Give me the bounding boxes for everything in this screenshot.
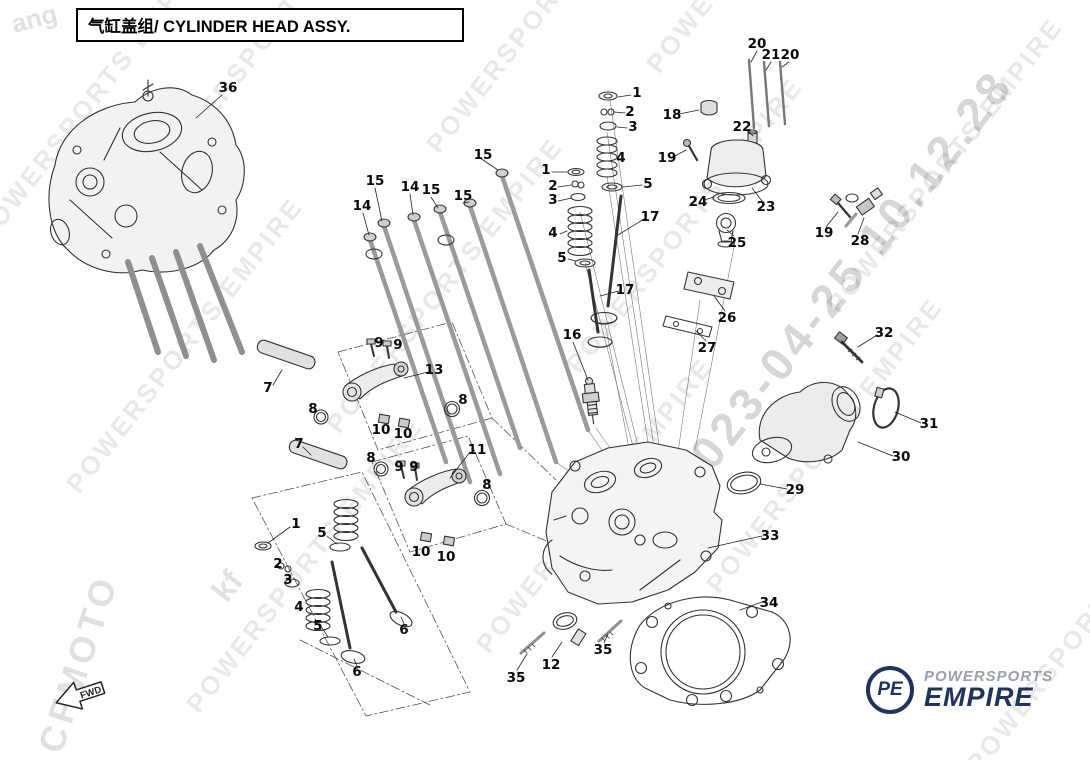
part-34-gasket: [629, 596, 791, 707]
part-valve-stack-left: [254, 498, 413, 664]
powersports-empire-logo: PE POWERSPORTS EMPIRE: [866, 666, 1053, 714]
title-block: 气缸盖组/ CYLINDER HEAD ASSY.: [76, 8, 464, 42]
logo-text: POWERSPORTS EMPIRE: [924, 667, 1054, 712]
part-30-intake-joint: [751, 381, 861, 464]
logo-mark: PE: [866, 666, 914, 714]
group-boxes: [251, 321, 557, 717]
fwd-arrow: FWD: [55, 681, 106, 710]
part-33-cylinder-head: [542, 441, 723, 605]
part-35-studs: [519, 619, 623, 655]
page-title: 气缸盖组/ CYLINDER HEAD ASSY.: [88, 18, 351, 36]
logo-monogram: PE: [877, 679, 903, 700]
part-32-bolt: [834, 331, 864, 364]
part-13-rocker-arm: [342, 338, 411, 429]
logo-line2: EMPIRE: [924, 681, 1034, 712]
fwd-label: FWD: [79, 684, 103, 701]
part-28-sensor: [844, 187, 883, 228]
part-12-dowel: [552, 612, 587, 647]
logo-line1: POWERSPORTS: [924, 667, 1054, 685]
callout-leaders: [195, 50, 922, 671]
part-11-rocker-arm: [396, 460, 467, 547]
part-29-oring: [726, 471, 762, 495]
part-valve-stack-middle: [567, 167, 613, 425]
part-8-orings: [313, 400, 491, 507]
part-7-shafts: [256, 339, 348, 470]
part-14-15-studs: [363, 168, 591, 485]
part-16-spark-plug: [581, 377, 600, 425]
part-thermostat-group: [662, 58, 883, 338]
part-31-clamp: [872, 386, 900, 429]
part-36-head-assembly: [48, 79, 245, 363]
part-valve-stack-top: [590, 91, 623, 325]
